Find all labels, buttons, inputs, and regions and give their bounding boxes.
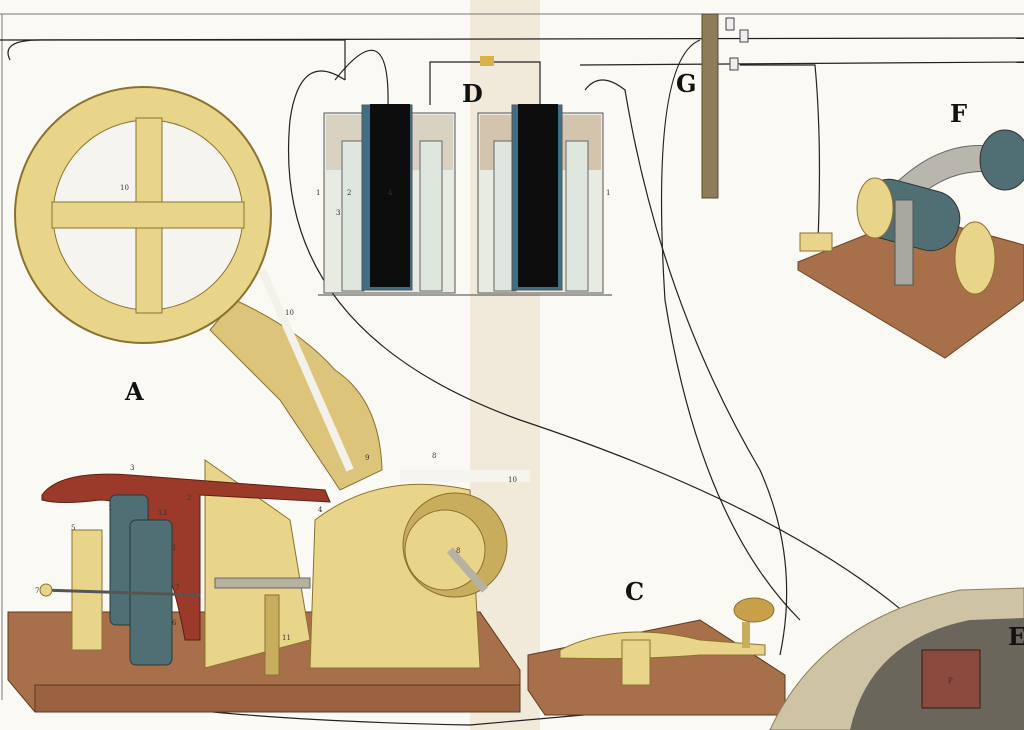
part-label: 3 — [130, 464, 134, 472]
insulator-icon — [739, 29, 749, 43]
strip-label: 10 — [285, 309, 294, 317]
overhead-wire-2 — [579, 61, 1024, 66]
label-P: P — [948, 677, 953, 685]
part-label: 6 — [172, 619, 177, 627]
cell-label: 3 — [336, 209, 340, 217]
wheel-label: 10 — [120, 184, 129, 192]
part-label: 1 — [108, 504, 112, 512]
part-label: 13 — [158, 509, 167, 517]
part-label: 1 — [172, 544, 176, 552]
adjusting-knob — [39, 583, 53, 597]
cell-label: 4 — [388, 189, 393, 197]
paper-tape — [400, 470, 530, 482]
telegraph-key-C — [527, 597, 786, 716]
battery-D: 1 2 3 4 1 — [316, 56, 612, 296]
key-knob — [733, 597, 775, 623]
key-lever — [559, 631, 766, 660]
part-label: 9 — [365, 454, 369, 462]
cell-label: 1 — [316, 189, 320, 197]
reel-arm — [209, 299, 383, 491]
cell-label: 1 — [606, 189, 610, 197]
part-label: 8 — [456, 547, 460, 555]
part-label: 5 — [71, 524, 75, 532]
wire-to-F — [740, 64, 821, 241]
part-label: 10 — [508, 476, 517, 484]
label-C: C — [625, 577, 644, 606]
register-A: 3 13 1 1 2 5 7 7 6 4 9 8 10 11 8 — [7, 452, 530, 713]
part-label: 7 — [175, 584, 179, 592]
label-E: E — [1008, 622, 1024, 651]
cell-label: 2 — [347, 189, 351, 197]
label-A: A — [124, 377, 144, 406]
ground-E: P — [769, 587, 1024, 730]
part-label: 11 — [282, 634, 291, 642]
label-D: D — [462, 79, 483, 108]
part-label: 2 — [187, 494, 191, 502]
part-label: 7 — [35, 587, 39, 595]
wire-battery-left — [7, 39, 346, 80]
wire-to-key — [584, 79, 788, 656]
carbon-rod — [370, 104, 410, 287]
label-F: F — [950, 99, 967, 128]
paper-strip — [258, 268, 354, 472]
connector — [480, 56, 494, 66]
wire-line — [660, 39, 801, 621]
ground-plate-P — [921, 649, 981, 709]
part-label: 8 — [432, 452, 436, 460]
part-label: 4 — [318, 506, 323, 514]
label-G: G — [676, 69, 697, 98]
insulator-icon — [725, 17, 735, 31]
paper-reel: 10 10 — [14, 86, 383, 491]
wire-to-ground — [287, 70, 946, 651]
telegraph-pole-G — [701, 13, 749, 199]
insulator-icon — [729, 57, 739, 71]
wire-cell1 — [334, 49, 389, 106]
apparatus-F — [797, 129, 1024, 359]
